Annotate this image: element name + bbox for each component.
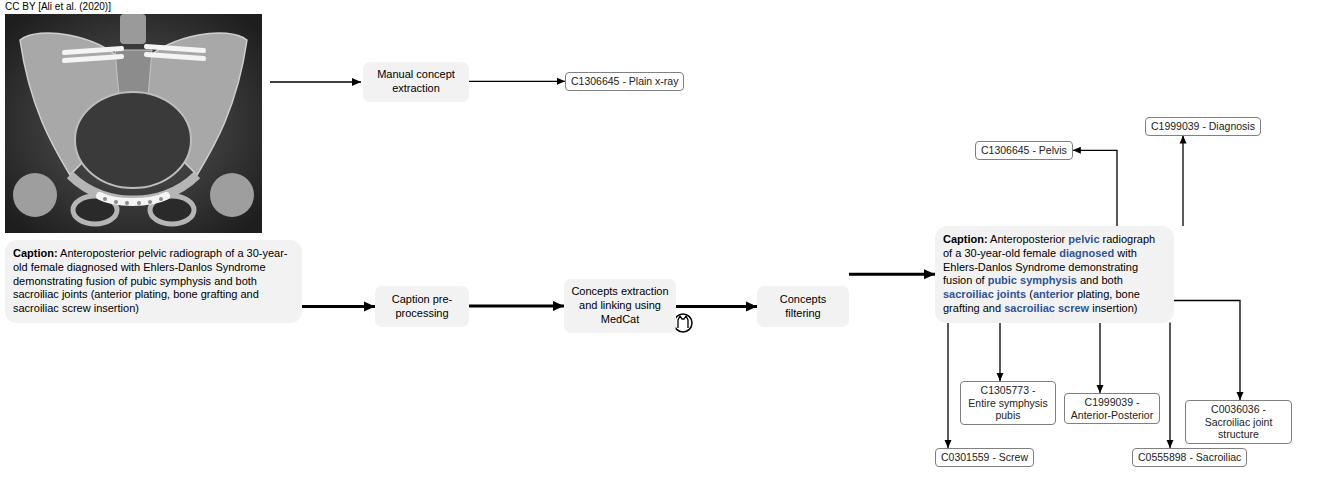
caption-heading: Caption: xyxy=(13,247,58,259)
concept-box: C0555898 - Sacroiliac xyxy=(1132,448,1247,467)
node-text: Caption pre-processing xyxy=(380,293,464,321)
node-text: Concepts extraction and linking using Me… xyxy=(569,285,671,326)
highlighted-term: anterior xyxy=(1033,288,1074,300)
concept-box: C0036036 - Sacroiliac joint structure xyxy=(1185,400,1292,444)
flow-arrow xyxy=(947,323,948,449)
node-text: and both xyxy=(1080,274,1123,286)
xray-image xyxy=(5,14,262,233)
flow-arrow xyxy=(849,273,935,276)
node-text: C1999039 - Anterior-Posterior xyxy=(1071,396,1153,421)
highlighted-term: sacroiliac screw xyxy=(1004,302,1089,314)
node-text: C0036036 - Sacroiliac joint structure xyxy=(1205,403,1273,440)
highlighted-term: diagnosed xyxy=(1059,247,1114,259)
process-box: Concepts filtering xyxy=(757,286,849,327)
node-text: ( xyxy=(1029,288,1033,300)
flow-arrow xyxy=(1182,136,1183,226)
caption-box: Caption: Anteroposterior pelvic radiogra… xyxy=(935,226,1174,323)
flow-arrow xyxy=(1169,323,1170,449)
concept-box: C1999039 - Anterior-Posterior xyxy=(1064,393,1160,424)
text-flow: Caption: Anteroposterior pelvic radiogra… xyxy=(13,247,294,316)
concept-box: C1999039 - Diagnosis xyxy=(1145,117,1261,136)
concept-box: C0301559 - Screw xyxy=(935,448,1034,467)
flow-arrow xyxy=(676,305,757,308)
node-text: C0555898 - Sacroiliac xyxy=(1138,451,1241,463)
flow-arrow xyxy=(1174,301,1240,401)
highlighted-term: pelvic xyxy=(1068,233,1099,245)
node-text: insertion) xyxy=(1092,302,1137,314)
flow-arrow xyxy=(1099,323,1100,394)
node-text: C1999039 - Diagnosis xyxy=(1151,120,1255,132)
node-text: C1306645 - Pelvis xyxy=(981,144,1067,156)
process-box: Caption pre-processing xyxy=(375,286,469,327)
highlighted-term: sacroiliac joints xyxy=(943,288,1026,300)
caption-box: Caption: Anteroposterior pelvic radiogra… xyxy=(5,240,302,323)
credit-label: CC BY [Ali et al. (2020)] xyxy=(5,1,111,12)
flow-arrow xyxy=(469,305,564,308)
node-text: C1305773 - Entire symphysis pubis xyxy=(968,384,1047,421)
concept-box: C1306645 - Pelvis xyxy=(975,141,1073,160)
flow-arrow xyxy=(302,305,375,308)
flow-arrow xyxy=(469,81,565,82)
image-arrow xyxy=(270,81,361,83)
process-box: Manual concept extraction xyxy=(363,62,469,102)
node-text: Anteroposterior xyxy=(990,233,1065,245)
medcat-icon xyxy=(674,314,692,332)
caption-heading: Caption: xyxy=(943,233,988,245)
text-flow: Caption: Anteroposterior pelvic radiogra… xyxy=(943,233,1166,316)
process-box: Concepts extraction and linking using Me… xyxy=(564,279,676,333)
node-text: Manual concept extraction xyxy=(368,68,464,96)
flow-arrow xyxy=(1073,150,1117,226)
node-text: Concepts filtering xyxy=(762,293,844,321)
node-text: C1306645 - Plain x-ray xyxy=(571,75,678,87)
highlighted-term: pubic symphysis xyxy=(988,274,1077,286)
flow-arrow xyxy=(999,323,1000,382)
concept-box: C1306645 - Plain x-ray xyxy=(565,72,684,91)
concept-box: C1305773 - Entire symphysis pubis xyxy=(960,381,1056,425)
node-text: C0301559 - Screw xyxy=(941,451,1028,463)
